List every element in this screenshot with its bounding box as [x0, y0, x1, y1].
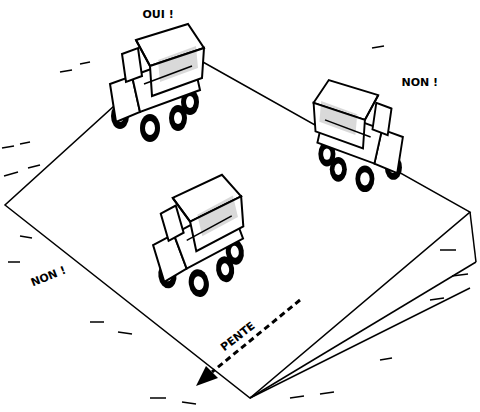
dump-truck	[110, 24, 204, 142]
label-text: OUI !	[143, 8, 174, 21]
slope-plane	[5, 48, 476, 398]
label-text: NON !	[402, 76, 439, 89]
dump-truck	[314, 80, 403, 192]
label-text: NON !	[28, 263, 67, 289]
dump-truck	[145, 173, 255, 303]
slope-arrow	[196, 300, 300, 386]
